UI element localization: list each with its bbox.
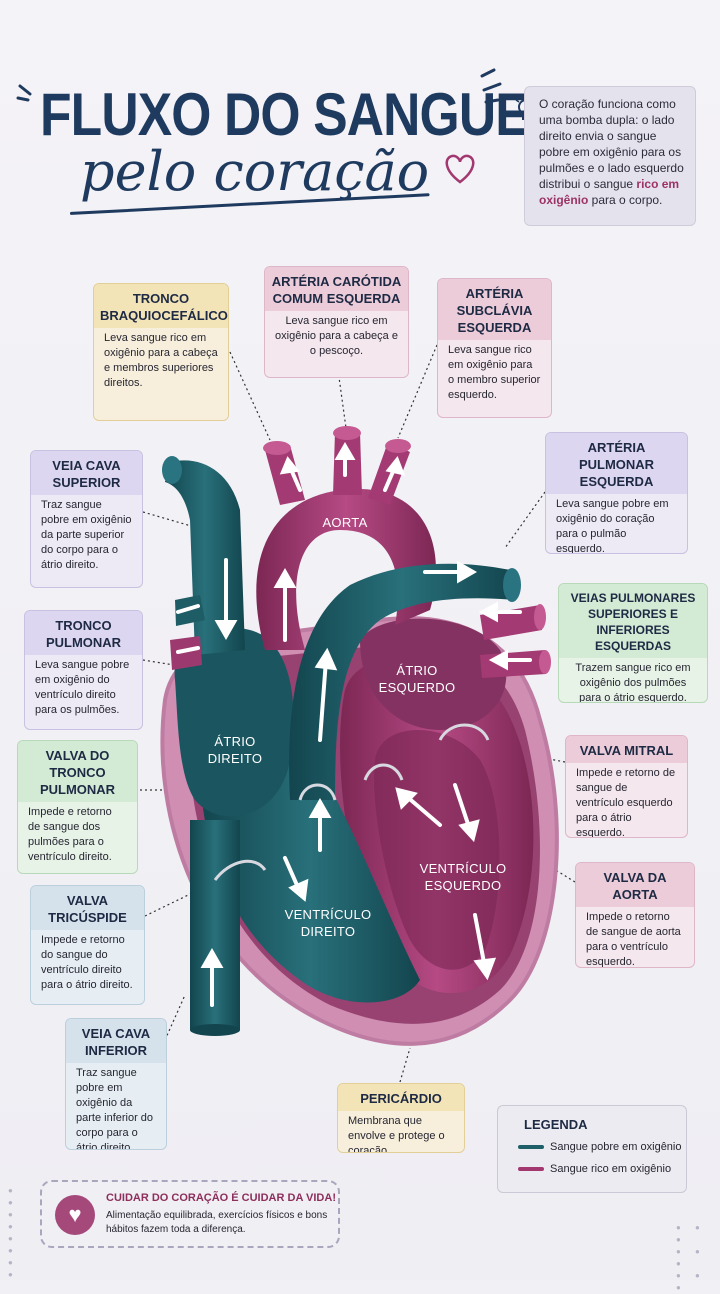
legend-poor-arrow-icon	[518, 1145, 544, 1150]
card-title: VALVA DA AORTA	[576, 863, 694, 907]
footer-title: CUIDAR DO CORAÇÃO É CUIDAR DA VIDA!	[106, 1192, 336, 1204]
footer-text: Alimentação equilibrada, exercícios físi…	[106, 1210, 328, 1235]
card-valva-tricuspide: VALVA TRICÚSPIDE Impede e retorno do san…	[30, 885, 145, 1005]
card-text: Traz sangue pobre em oxigênio da parte i…	[76, 1067, 154, 1150]
intro-text-end: para o corpo.	[588, 193, 663, 207]
left-atrium-shape	[360, 618, 507, 730]
legend-box: LEGENDA Sangue pobre em oxigênio Sangue …	[497, 1105, 687, 1193]
label-vent-dir-1: VENTRÍCULO	[284, 907, 372, 922]
card-valva-aorta: VALVA DA AORTA Impede o retorno de sangu…	[575, 862, 695, 968]
card-carotida: ARTÉRIA CARÓTIDA COMUM ESQUERDA Leva san…	[264, 266, 409, 378]
card-title: ARTÉRIA PULMONAR ESQUERDA	[546, 433, 687, 494]
card-text: Trazem sangue rico em oxigênio dos pulmõ…	[575, 662, 691, 703]
label-vent-dir-2: DIREITO	[300, 924, 356, 939]
card-valva-tronco: VALVA DO TRONCO PULMONAR Impede e retorn…	[17, 740, 138, 874]
card-title: VALVA DO TRONCO PULMONAR	[18, 741, 137, 802]
flow-arrows	[176, 442, 532, 1007]
card-text: Leva sangue pobre em oxigênio do ventríc…	[35, 659, 130, 716]
card-title: VEIA CAVA INFERIOR	[66, 1019, 166, 1063]
card-tronco-pulmonar: TRONCO PULMONAR Leva sangue pobre em oxi…	[24, 610, 143, 730]
aorta-arch	[256, 488, 436, 650]
decor-dots-right: ● ● ●● ● ●● ● ●	[676, 1223, 706, 1292]
decor-dots-left: ● ●● ●● ●● ●	[8, 1186, 19, 1279]
card-veia-cava-inferior: VEIA CAVA INFERIOR Traz sangue pobre em …	[65, 1018, 167, 1150]
inferior-vena-cava	[190, 820, 240, 1030]
card-title: VALVA TRICÚSPIDE	[31, 886, 144, 930]
label-atrio-dir-1: ÁTRIO	[214, 734, 256, 749]
label-atrio-esq-2: ESQUERDO	[378, 680, 456, 695]
card-text: Impede e retorno do sangue do ventrículo…	[41, 934, 133, 991]
sparkle-left-icon	[16, 84, 32, 102]
legend-poor-label: Sangue pobre em oxigênio	[550, 1141, 682, 1153]
card-text: Traz sangue pobre em oxigênio da parte s…	[41, 499, 132, 571]
card-text: Leva sangue pobre em oxigênio do coração…	[556, 498, 669, 554]
right-atrium-shape	[174, 627, 294, 817]
card-title: VALVA MITRAL	[566, 736, 687, 763]
label-vent-esq-1: VENTRÍCULO	[419, 861, 507, 876]
intro-box: O coração funciona como uma bomba dupla:…	[524, 86, 696, 226]
page-subtitle: pelo coração	[80, 140, 430, 203]
heart-icon: ♥	[55, 1195, 95, 1235]
card-text: Impede e retorno de sangue de ventrículo…	[576, 767, 676, 838]
card-tronco-braquiocefalico: TRONCO BRAQUIOCEFÁLICO Leva sangue rico …	[93, 283, 229, 421]
card-title: ARTÉRIA SUBCLÁVIA ESQUERDA	[438, 279, 551, 340]
intro-highlight: rico em oxigênio	[539, 177, 680, 207]
legend-title: LEGENDA	[524, 1117, 588, 1132]
card-text: Impede e retorno de sangue dos pulmões p…	[28, 806, 112, 863]
card-title: VEIA CAVA SUPERIOR	[31, 451, 142, 495]
card-subclavia: ARTÉRIA SUBCLÁVIA ESQUERDA Leva sangue r…	[437, 278, 552, 418]
sparkle-right-icon	[480, 68, 502, 104]
page-title: FLUXO DO SANGUE	[40, 81, 530, 148]
title-heart-icon	[445, 154, 475, 184]
pulmonary-trunk	[289, 563, 515, 800]
card-valva-mitral: VALVA MITRAL Impede e retorno de sangue …	[565, 735, 688, 838]
card-veia-cava-superior: VEIA CAVA SUPERIOR Traz sangue pobre em …	[30, 450, 143, 588]
card-veias-pulmonares: VEIAS PULMONARES SUPERIORES E INFERIORES…	[558, 583, 708, 703]
footer-box: ♥ CUIDAR DO CORAÇÃO É CUIDAR DA VIDA! Al…	[40, 1180, 340, 1248]
card-title: TRONCO BRAQUIOCEFÁLICO	[94, 284, 228, 328]
card-text: Membrana que envolve e protege o coração…	[348, 1115, 445, 1153]
label-atrio-esq-1: ÁTRIO	[396, 663, 438, 678]
card-text: Leva sangue rico em oxigênio para o memb…	[448, 344, 541, 401]
label-aorta: AORTA	[322, 515, 368, 530]
card-text: Leva sangue rico em oxigênio para a cabe…	[104, 332, 218, 389]
legend-rich-row: Sangue rico em oxigênio	[518, 1163, 671, 1175]
legend-poor-row: Sangue pobre em oxigênio	[518, 1141, 681, 1153]
card-text: Leva sangue rico em oxigênio para a cabe…	[275, 315, 398, 357]
card-title: PERICÁRDIO	[338, 1084, 464, 1111]
label-atrio-dir-2: DIREITO	[207, 751, 263, 766]
card-title: ARTÉRIA CARÓTIDA COMUM ESQUERDA	[265, 267, 408, 311]
card-title: VEIAS PULMONARES SUPERIORES E INFERIORES…	[559, 584, 707, 658]
card-pericardio: PERICÁRDIO Membrana que envolve e proteg…	[337, 1083, 465, 1153]
intro-text: O coração funciona como uma bomba dupla:…	[539, 97, 684, 191]
legend-rich-arrow-icon	[518, 1167, 544, 1172]
card-pulmonar-esquerda: ARTÉRIA PULMONAR ESQUERDA Leva sangue po…	[545, 432, 688, 554]
label-vent-esq-2: ESQUERDO	[424, 878, 502, 893]
card-title: TRONCO PULMONAR	[25, 611, 142, 655]
card-text: Impede o retorno de sangue de aorta para…	[586, 911, 681, 968]
legend-rich-label: Sangue rico em oxigênio	[550, 1163, 672, 1175]
